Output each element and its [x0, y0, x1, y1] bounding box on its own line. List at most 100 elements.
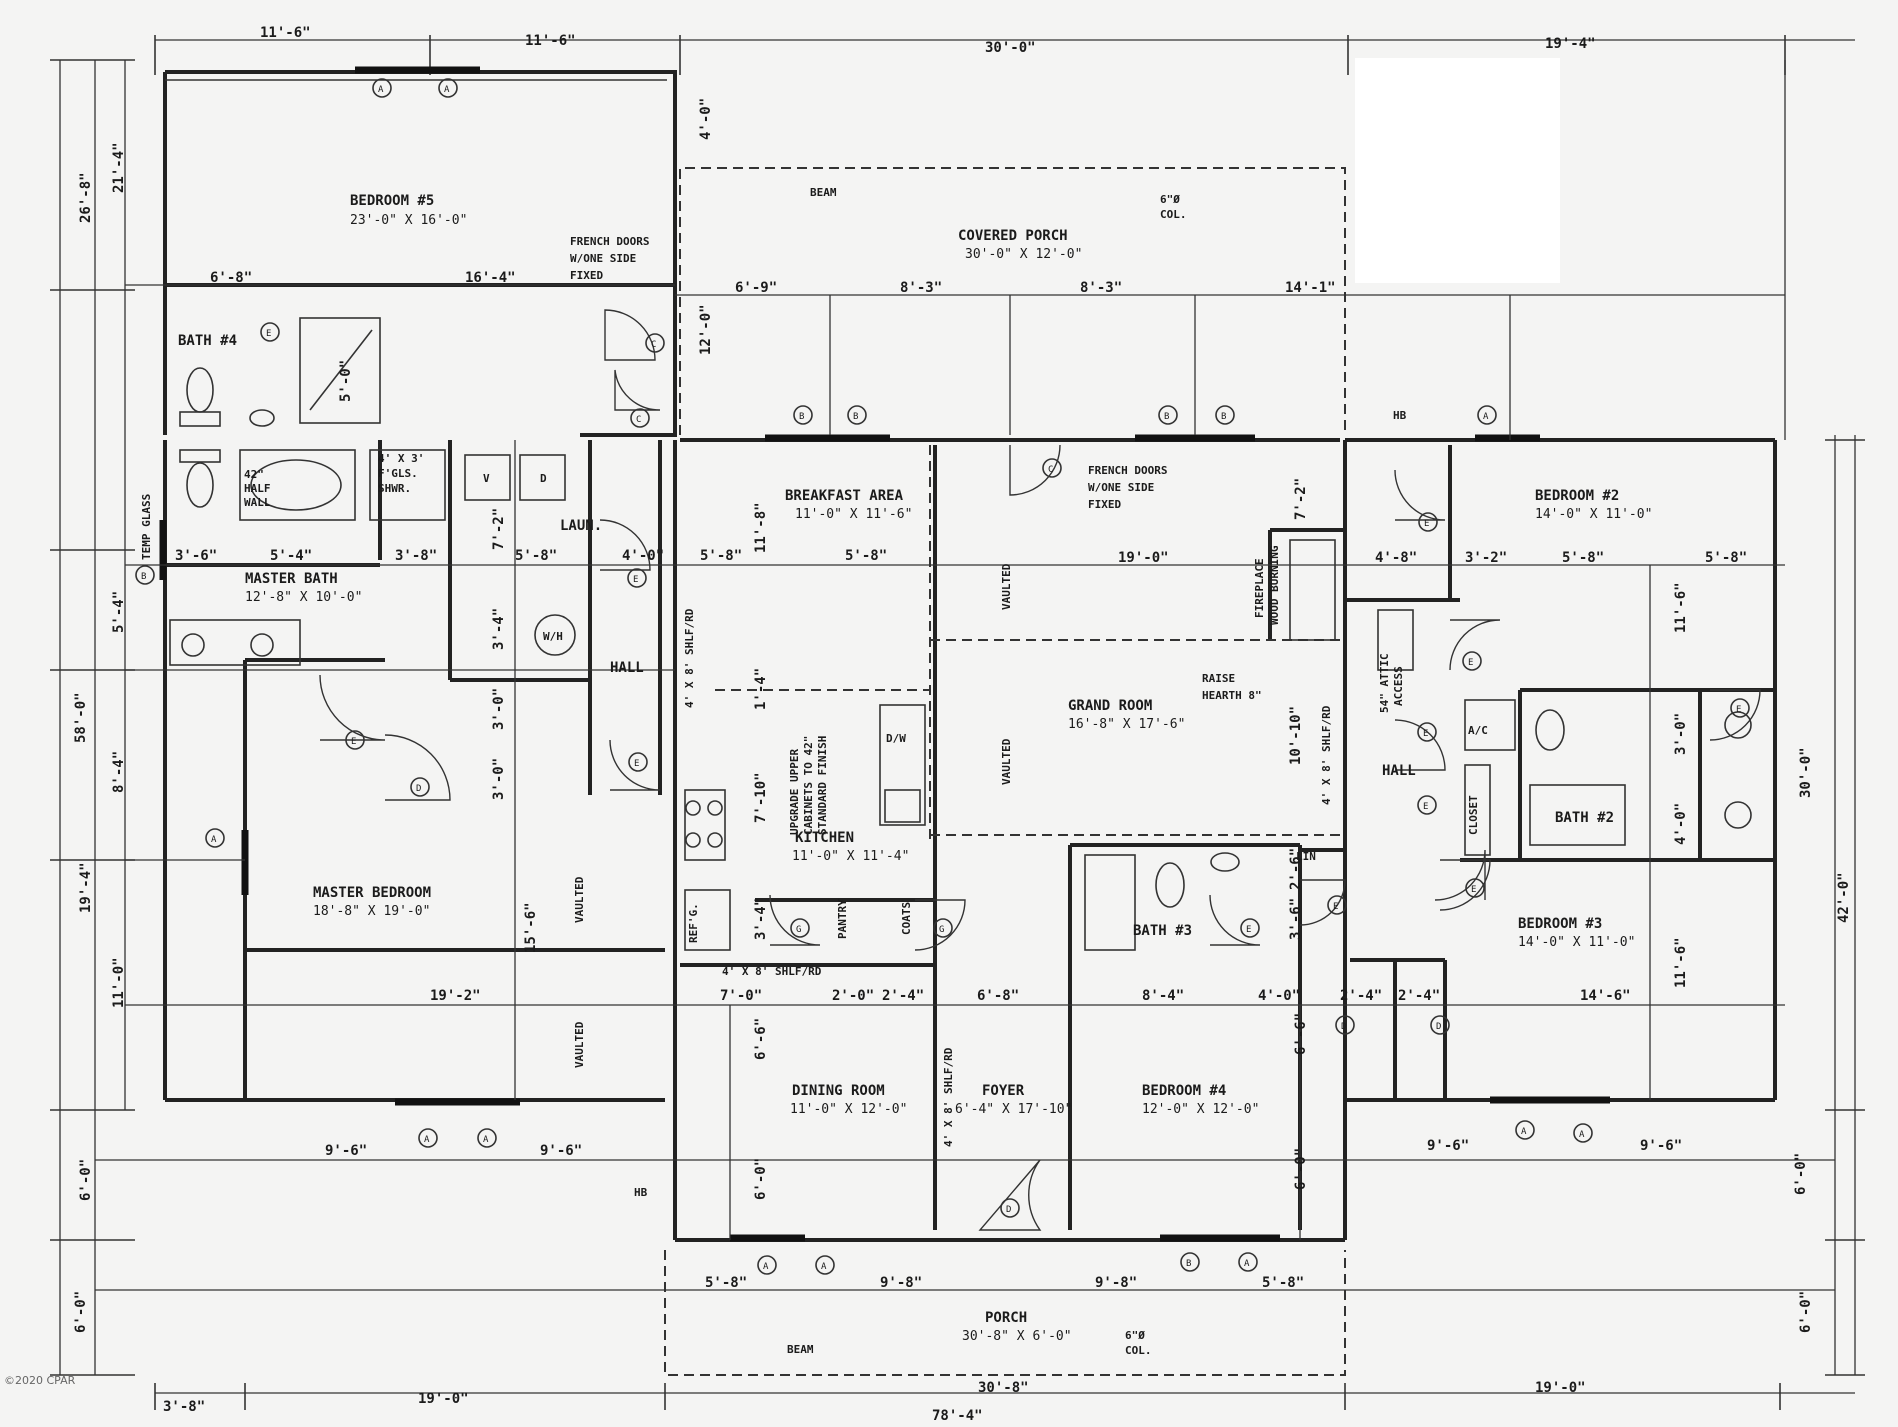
svg-text:42'-0": 42'-0" — [1836, 872, 1852, 923]
interior-dimension-lines — [95, 284, 1835, 1291]
room-size-porch: 30'-8" X 6'-0" — [962, 1329, 1072, 1344]
svg-text:5'-4": 5'-4" — [270, 548, 312, 564]
svg-text:W/H: W/H — [543, 630, 563, 643]
room-name-bedroom4: BEDROOM #4 — [1142, 1083, 1226, 1099]
svg-text:E: E — [266, 329, 271, 339]
svg-text:A: A — [1244, 1259, 1250, 1269]
svg-text:A: A — [821, 1262, 827, 1272]
svg-text:19'-0": 19'-0" — [1535, 1380, 1586, 1396]
svg-text:5'-4": 5'-4" — [111, 591, 127, 633]
svg-text:E: E — [1424, 519, 1429, 529]
svg-text:6'-0": 6'-0" — [78, 1159, 94, 1201]
room-name-hall-right: HALL — [1382, 763, 1416, 779]
svg-text:5'-8": 5'-8" — [700, 548, 742, 564]
svg-text:8'-4": 8'-4" — [1142, 988, 1184, 1004]
svg-text:4'-0": 4'-0" — [1258, 988, 1300, 1004]
room-name-kitchen: KITCHEN — [795, 830, 854, 846]
svg-text:7'-10": 7'-10" — [753, 772, 769, 823]
room-name-bath3: BATH #3 — [1133, 923, 1192, 939]
svg-text:HALF: HALF — [244, 482, 271, 495]
svg-text:FRENCH DOORS: FRENCH DOORS — [1088, 464, 1167, 477]
svg-text:78'-4": 78'-4" — [932, 1408, 983, 1424]
room-name-bath4: BATH #4 — [178, 333, 237, 349]
svg-text:26'-8": 26'-8" — [78, 172, 94, 223]
svg-text:11'-6": 11'-6" — [260, 25, 311, 41]
svg-text:11'-6": 11'-6" — [525, 33, 576, 49]
svg-text:F'GLS.: F'GLS. — [378, 467, 418, 480]
windows — [159, 66, 1610, 1242]
svg-text:4'-0": 4'-0" — [698, 98, 714, 140]
svg-text:4'-0": 4'-0" — [622, 548, 664, 564]
room-labels: BEDROOM #5 23'-0" X 16'-0" COVERED PORCH… — [178, 193, 1652, 1344]
svg-text:30'-0": 30'-0" — [985, 40, 1036, 56]
svg-text:6"Ø: 6"Ø — [1160, 193, 1180, 206]
svg-text:HEARTH 8": HEARTH 8" — [1202, 689, 1262, 702]
svg-text:6"Ø: 6"Ø — [1125, 1329, 1145, 1342]
svg-text:9'-8": 9'-8" — [1095, 1275, 1137, 1291]
doors — [319, 309, 1761, 1231]
svg-text:21'-4": 21'-4" — [111, 142, 127, 193]
room-name-bath2: BATH #2 — [1555, 810, 1614, 826]
svg-text:E: E — [634, 759, 639, 769]
svg-text:9'-6": 9'-6" — [540, 1143, 582, 1159]
svg-text:VAULTED: VAULTED — [573, 1021, 586, 1068]
svg-text:3'-4": 3'-4" — [753, 898, 769, 940]
room-name-bedroom5: BEDROOM #5 — [350, 193, 434, 209]
svg-text:6'-0": 6'-0" — [1798, 1291, 1814, 1333]
svg-text:COL.: COL. — [1160, 208, 1187, 221]
svg-text:11'-6": 11'-6" — [1673, 937, 1689, 988]
room-name-laundry: LAUN. — [560, 518, 602, 534]
svg-text:A: A — [1521, 1127, 1527, 1137]
svg-text:12'-0": 12'-0" — [698, 304, 714, 355]
svg-text:8'-4": 8'-4" — [111, 751, 127, 793]
svg-text:6'-0": 6'-0" — [1293, 1148, 1309, 1190]
svg-text:B: B — [799, 412, 804, 422]
svg-text:E: E — [1468, 658, 1473, 668]
svg-text:UPGRADE UPPER: UPGRADE UPPER — [788, 749, 801, 835]
room-size-grand-room: 16'-8" X 17'-6" — [1068, 717, 1185, 732]
svg-text:E: E — [351, 737, 356, 747]
room-name-foyer: FOYER — [982, 1083, 1025, 1099]
svg-text:19'-0": 19'-0" — [1118, 550, 1169, 566]
svg-text:9'-8": 9'-8" — [880, 1275, 922, 1291]
svg-text:G: G — [939, 925, 944, 935]
svg-text:COL.: COL. — [1125, 1344, 1152, 1357]
svg-text:D: D — [540, 472, 547, 485]
svg-text:B: B — [853, 412, 858, 422]
svg-text:3'-2": 3'-2" — [1465, 550, 1507, 566]
svg-text:LIN: LIN — [1296, 850, 1316, 863]
room-name-porch: PORCH — [985, 1310, 1027, 1326]
svg-text:B: B — [141, 572, 146, 582]
svg-text:FRENCH DOORS: FRENCH DOORS — [570, 235, 649, 248]
svg-text:VAULTED: VAULTED — [1000, 563, 1013, 610]
svg-text:A: A — [444, 85, 450, 95]
svg-text:E: E — [1423, 729, 1428, 739]
svg-text:8'-3": 8'-3" — [1080, 280, 1122, 296]
room-size-bedroom5: 23'-0" X 16'-0" — [350, 213, 467, 228]
svg-text:4' X 8' SHLF/RD: 4' X 8' SHLF/RD — [942, 1047, 955, 1147]
svg-text:REF'G.: REF'G. — [687, 903, 700, 943]
svg-text:TEMP GLASS: TEMP GLASS — [140, 494, 153, 560]
svg-text:FIXED: FIXED — [1088, 498, 1121, 511]
svg-text:11'-0": 11'-0" — [111, 957, 127, 1008]
svg-text:WALL: WALL — [244, 496, 271, 509]
svg-text:HB: HB — [1393, 409, 1407, 422]
svg-text:16'-4": 16'-4" — [465, 270, 516, 286]
room-name-dining: DINING ROOM — [792, 1083, 885, 1099]
svg-text:VAULTED: VAULTED — [573, 876, 586, 923]
svg-text:5'-8": 5'-8" — [515, 548, 557, 564]
svg-text:RAISE: RAISE — [1202, 672, 1235, 685]
svg-text:4' X 3': 4' X 3' — [378, 452, 424, 465]
room-size-breakfast: 11'-0" X 11'-6" — [795, 507, 912, 522]
fixtures — [169, 317, 1752, 951]
svg-text:5'-0": 5'-0" — [338, 360, 354, 402]
svg-text:3'-0": 3'-0" — [491, 758, 507, 800]
room-size-master-bath: 12'-8" X 10'-0" — [245, 590, 362, 605]
svg-text:6'-0": 6'-0" — [73, 1291, 89, 1333]
svg-text:E: E — [633, 575, 638, 585]
svg-text:A: A — [211, 835, 217, 845]
svg-text:3'-8": 3'-8" — [395, 548, 437, 564]
svg-text:A/C: A/C — [1468, 724, 1488, 737]
svg-text:B: B — [1186, 1259, 1191, 1269]
